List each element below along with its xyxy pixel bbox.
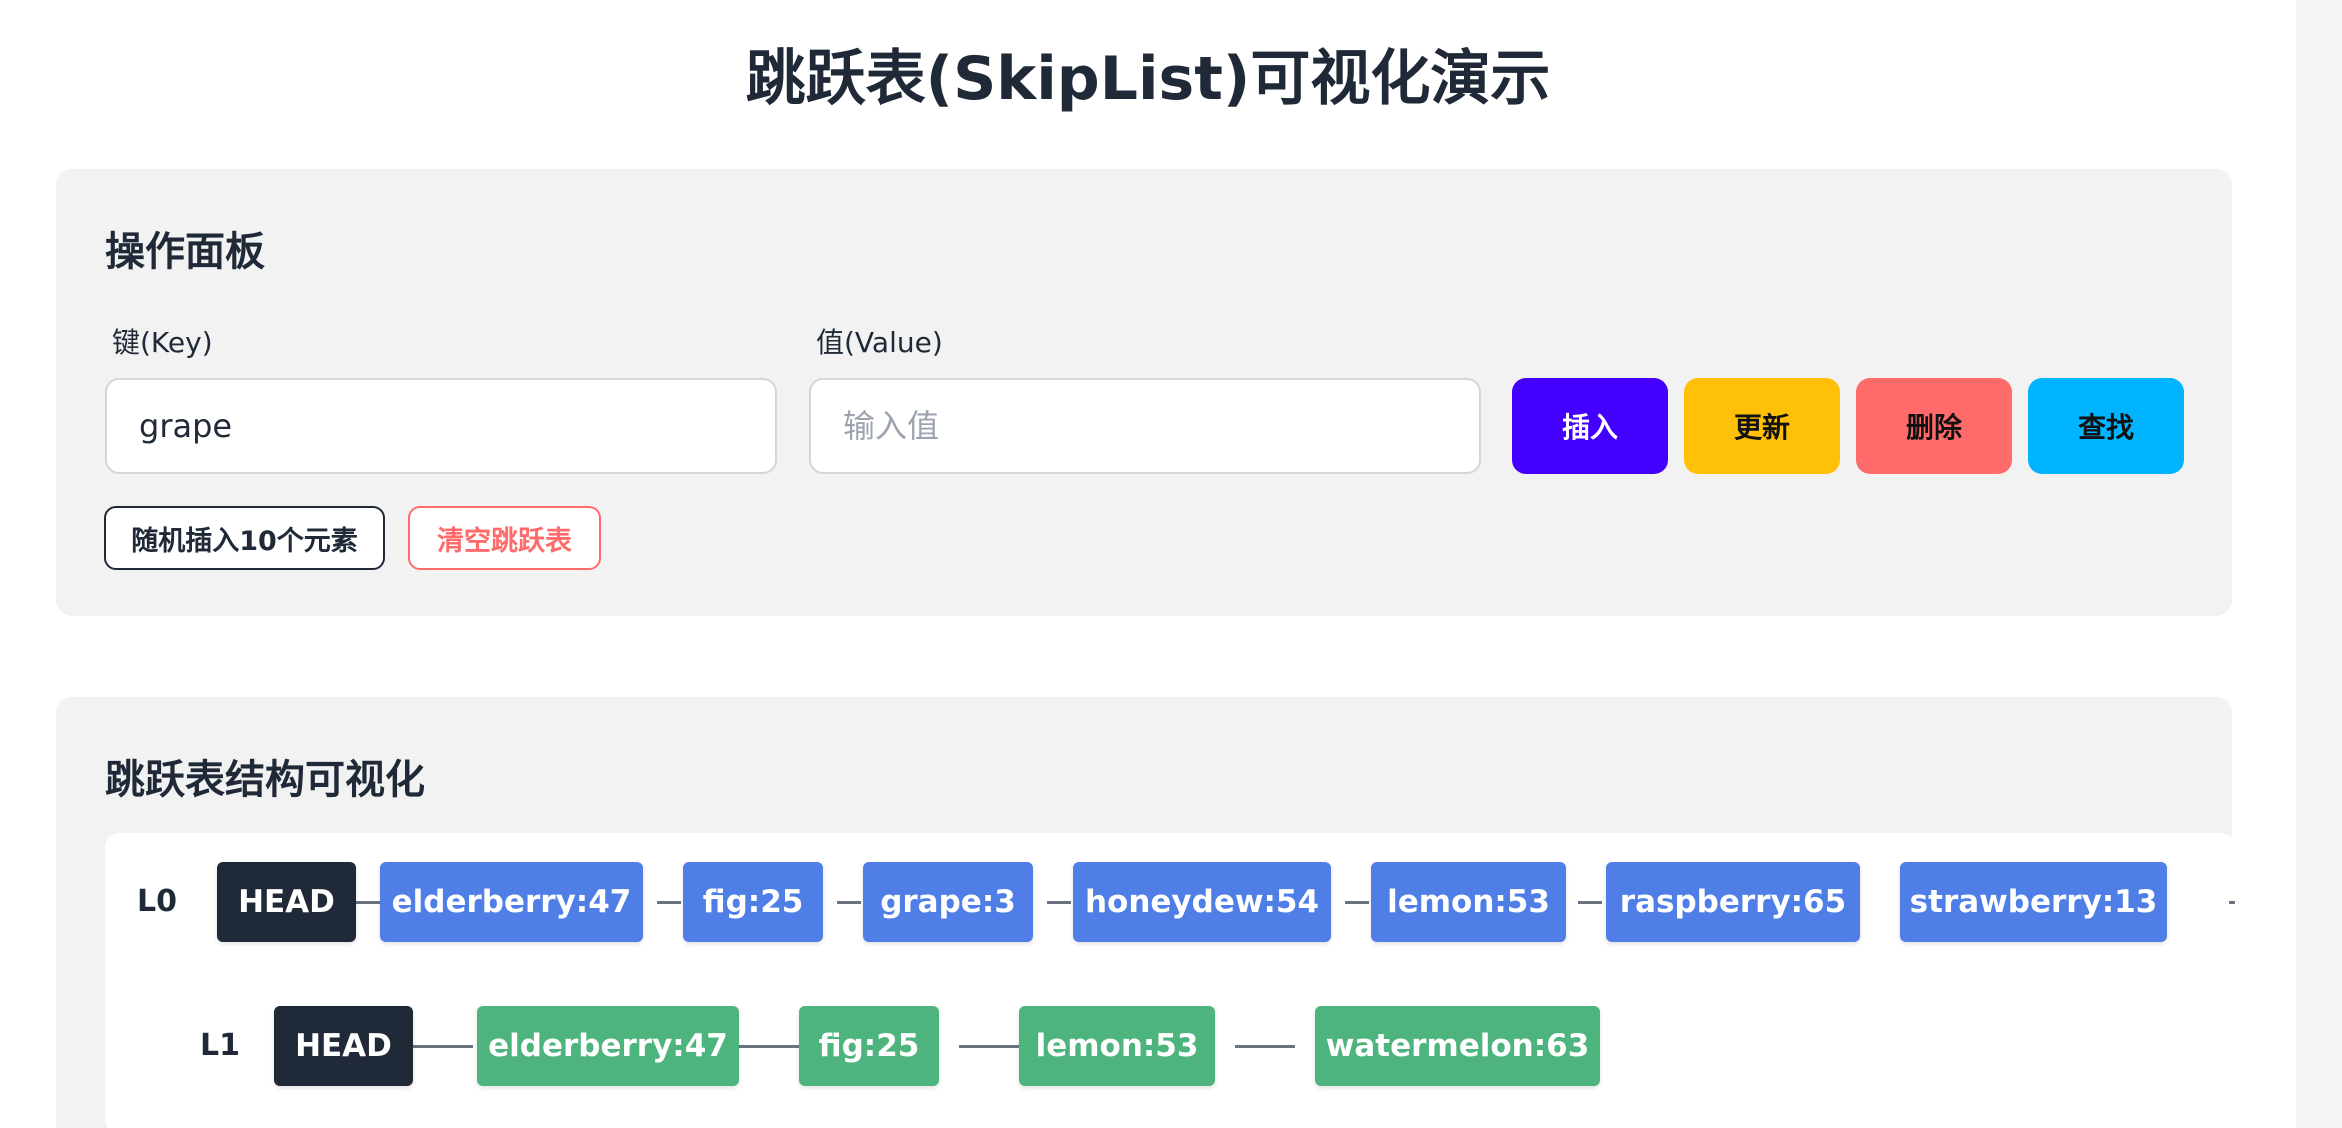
level-link — [2229, 901, 2235, 904]
skiplist-node[interactable]: grape:3 — [863, 862, 1033, 942]
level-link — [1047, 901, 1071, 904]
page-title: 跳跃表(SkipList)可视化演示 — [745, 44, 1551, 114]
random-insert-button[interactable]: 随机插入10个元素 — [104, 506, 385, 570]
skiplist-node[interactable]: fig:25 — [683, 862, 823, 942]
level-label: L1 — [200, 1028, 240, 1063]
key-input[interactable] — [105, 378, 777, 474]
level-link — [739, 1045, 799, 1048]
insert-button[interactable]: 插入 — [1512, 378, 1668, 474]
level-link — [657, 901, 681, 904]
skiplist-node[interactable]: raspberry:65 — [1606, 862, 1860, 942]
level-link — [959, 1045, 1019, 1048]
level-link — [356, 901, 380, 904]
skiplist-head-node: HEAD — [217, 862, 356, 942]
visualization-panel-title: 跳跃表结构可视化 — [105, 757, 425, 803]
skiplist-node[interactable]: watermelon:63 — [1315, 1006, 1600, 1086]
skiplist-node[interactable]: fig:25 — [799, 1006, 939, 1086]
delete-button[interactable]: 删除 — [1856, 378, 2012, 474]
operation-panel-title: 操作面板 — [105, 229, 265, 275]
find-button[interactable]: 查找 — [2028, 378, 2184, 474]
level-link — [1345, 901, 1369, 904]
level-link — [1235, 1045, 1295, 1048]
level-link — [1578, 901, 1602, 904]
skiplist-node[interactable]: elderberry:47 — [380, 862, 643, 942]
skiplist-head-node: HEAD — [274, 1006, 413, 1086]
level-link — [413, 1045, 473, 1048]
skiplist-node[interactable]: honeydew:54 — [1073, 862, 1331, 942]
key-label: 键(Key) — [112, 326, 213, 359]
clear-button[interactable]: 清空跳跃表 — [408, 506, 601, 570]
skiplist-canvas: L0 HEAD elderberry:47 fig:25 grape:3 hon… — [105, 833, 2235, 1128]
level-row-1: L1 HEAD elderberry:47 fig:25 lemon:53 wa… — [105, 1006, 2235, 1086]
level-link — [837, 901, 861, 904]
page-scrollbar[interactable] — [2296, 0, 2342, 1128]
operation-panel: 操作面板 键(Key) 值(Value) 插入 更新 删除 查找 随机插入10个… — [56, 169, 2232, 616]
skiplist-node[interactable]: strawberry:13 — [1900, 862, 2167, 942]
value-label: 值(Value) — [816, 326, 943, 359]
skiplist-node[interactable]: elderberry:47 — [477, 1006, 739, 1086]
level-label: L0 — [137, 884, 177, 919]
value-input[interactable] — [809, 378, 1481, 474]
visualization-panel: 跳跃表结构可视化 L0 HEAD elderberry:47 fig:25 gr… — [56, 697, 2235, 1128]
update-button[interactable]: 更新 — [1684, 378, 1840, 474]
level-row-0: L0 HEAD elderberry:47 fig:25 grape:3 hon… — [105, 862, 2235, 942]
skiplist-node[interactable]: lemon:53 — [1371, 862, 1566, 942]
skiplist-node[interactable]: lemon:53 — [1019, 1006, 1215, 1086]
